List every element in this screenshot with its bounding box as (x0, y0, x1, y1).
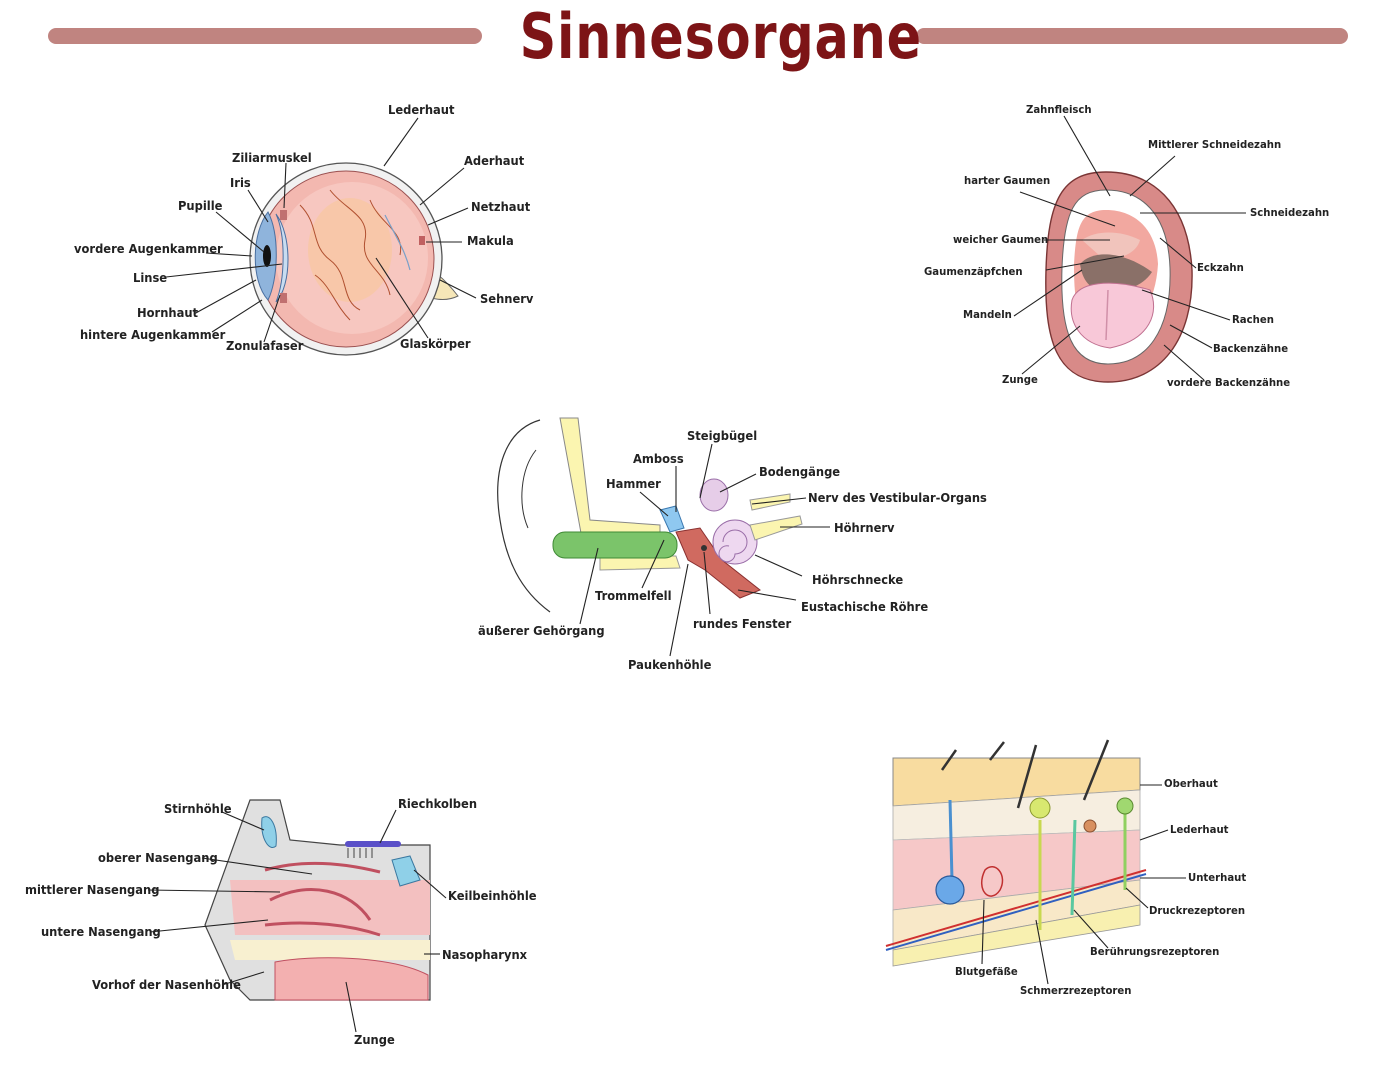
ear-label-paukenhoehle: Paukenhöhle (628, 657, 712, 672)
eye-label-iris: Iris (230, 175, 251, 190)
eye-illustration (249, 162, 459, 356)
ear-label-bodengaenge: Bodengänge (759, 464, 841, 479)
ear-label-steigbuegel: Steigbügel (687, 428, 758, 443)
eye-label-zonulafaser: Zonulafaser (226, 338, 304, 353)
eye-label-makula: Makula (467, 233, 514, 248)
page-title: Sinnesorgane (519, 0, 922, 73)
mouth-label-weicher-gaumen: weicher Gaumen (953, 233, 1049, 246)
ear-label-hammer: Hammer (606, 476, 661, 491)
nose-label-stirnhoehle: Stirnhöhle (164, 801, 232, 816)
nose-label-oberer-nasengang: oberer Nasengang (98, 850, 218, 865)
ear-label-nerv-vestibular-organ: Nerv des Vestibular-Organs (808, 490, 987, 505)
nose-label-keilbeinhoehle: Keilbeinhöhle (448, 888, 537, 903)
mouth-label-eckzahn: Eckzahn (1197, 261, 1244, 274)
skin-label-lederhaut: Lederhaut (1170, 823, 1229, 836)
nose-label-mittlerer-nasengang: mittlerer Nasengang (25, 882, 160, 897)
skin-label-oberhaut: Oberhaut (1164, 777, 1218, 790)
eye-label-hornhaut: Hornhaut (137, 305, 199, 320)
eye-label-netzhaut: Netzhaut (471, 199, 531, 214)
nose-label-vorhof-nasenhoehle: Vorhof der Nasenhöhle (92, 977, 241, 992)
ear-label-aeusserer-gehoergang: äußerer Gehörgang (478, 623, 605, 638)
skin-illustration (885, 739, 1147, 967)
nose-illustration (204, 799, 431, 1001)
ear-label-hoehrschnecke: Höhrschnecke (812, 572, 904, 587)
eye-label-glaskoerper: Glaskörper (400, 336, 471, 351)
ear-label-trommelfell: Trommelfell (595, 588, 672, 603)
mouth-label-zahnfleisch: Zahnfleisch (1026, 103, 1092, 116)
title-bar-right (916, 28, 1348, 44)
ear-label-eustachische-roehre: Eustachische Röhre (801, 599, 929, 614)
mouth-label-gaumenzaepfchen: Gaumenzäpfchen (924, 265, 1023, 278)
skin-label-unterhaut: Unterhaut (1188, 871, 1247, 884)
mouth-label-schneidezahn: Schneidezahn (1250, 206, 1330, 219)
mouth-label-backenzaehne: Backenzähne (1213, 342, 1289, 355)
ear-label-hoehrnerv: Höhrnerv (834, 520, 895, 535)
mouth-label-mandeln: Mandeln (963, 308, 1012, 321)
ear-illustration (497, 417, 803, 613)
skin-label-druckrezeptoren: Druckrezeptoren (1149, 904, 1246, 917)
skin-label-schmerzrezeptoren: Schmerzrezeptoren (1020, 984, 1132, 997)
nose-label-nasopharynx: Nasopharynx (442, 947, 528, 962)
ear-label-rundes-fenster: rundes Fenster (693, 616, 792, 631)
eye-label-lederhaut: Lederhaut (388, 102, 455, 117)
mouth-illustration (1045, 171, 1193, 383)
eye-label-aderhaut: Aderhaut (464, 153, 525, 168)
ear-label-amboss: Amboss (633, 451, 684, 466)
skin-label-beruehrungsrezeptoren: Berührungsrezeptoren (1090, 945, 1220, 958)
mouth-label-harter-gaumen: harter Gaumen (964, 174, 1051, 187)
mouth-label-rachen: Rachen (1232, 313, 1274, 326)
nose-label-riechkolben: Riechkolben (398, 796, 478, 811)
eye-label-hintere-augenkammer: hintere Augenkammer (80, 327, 226, 342)
eye-label-linse: Linse (133, 270, 168, 285)
eye-label-sehnerv: Sehnerv (480, 291, 534, 306)
mouth-label-zunge: Zunge (1002, 373, 1038, 386)
eye-label-pupille: Pupille (178, 198, 223, 213)
nose-label-untere-nasengang: untere Nasengang (41, 924, 161, 939)
nose-label-zunge: Zunge (354, 1032, 395, 1047)
skin-label-blutgefaesse: Blutgefäße (955, 965, 1018, 978)
eye-label-ziliarmuskel: Ziliarmuskel (232, 150, 312, 165)
mouth-label-vordere-backenzaehne: vordere Backenzähne (1167, 376, 1291, 389)
eye-label-vordere-augenkammer: vordere Augenkammer (74, 241, 223, 256)
title-bar-left (48, 28, 482, 44)
mouth-label-mittlerer-schneidezahn: Mittlerer Schneidezahn (1148, 138, 1282, 151)
